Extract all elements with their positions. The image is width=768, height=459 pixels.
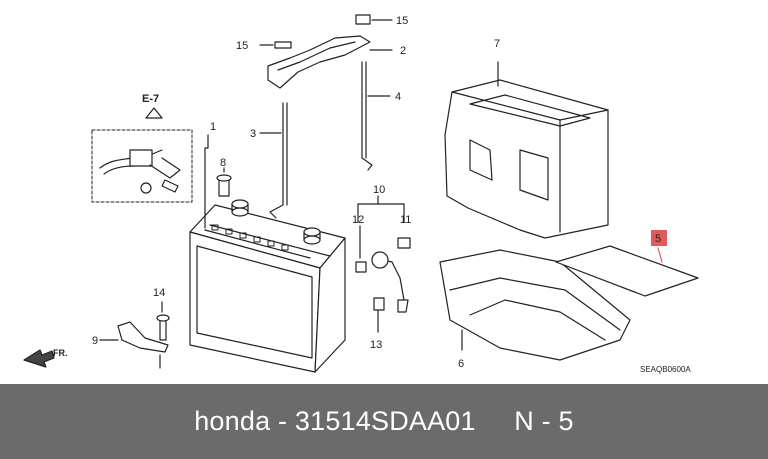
battery-ground-cable xyxy=(355,195,411,333)
separator: - xyxy=(270,406,295,436)
callout-4: 4 xyxy=(395,91,401,103)
drawing-code: SEAQB0600A xyxy=(640,365,691,374)
part-number: 31514SDAA01 xyxy=(294,406,476,436)
callout-5-highlight xyxy=(651,230,667,246)
callout-1: 1 xyxy=(210,121,216,133)
callout-7: 7 xyxy=(494,38,500,50)
callout-14: 14 xyxy=(153,287,165,299)
callout-9: 9 xyxy=(92,335,98,347)
battery-setting-bracket xyxy=(99,301,170,369)
hold-down-rod-long xyxy=(361,61,391,171)
callout-8: 8 xyxy=(220,157,226,169)
callout-11: 11 xyxy=(400,214,411,226)
spacer xyxy=(476,406,515,437)
insulator-pad xyxy=(555,245,699,297)
terminal-harness xyxy=(99,149,181,194)
flange-nut xyxy=(259,41,292,49)
battery xyxy=(189,199,346,373)
callout-10: 10 xyxy=(373,184,385,196)
front-label: FR. xyxy=(53,348,68,358)
flange-nut xyxy=(355,14,393,25)
battery-hold-down-bracket xyxy=(267,35,393,89)
position-label: N - 5 xyxy=(514,406,574,436)
part-caption-bar: honda - 31514SDAA01 N - 5 xyxy=(0,384,768,459)
parts-diagram: 1 2 3 4 5 6 7 8 9 10 11 12 13 14 15 15 E… xyxy=(23,14,699,374)
callout-5: 5 xyxy=(655,233,661,245)
callout-13: 13 xyxy=(370,339,382,351)
connector-box xyxy=(91,129,193,203)
terminal-bolt xyxy=(216,167,232,197)
callout-15-left: 15 xyxy=(236,40,248,52)
brand-name: honda xyxy=(194,406,271,436)
callout-2: 2 xyxy=(400,45,406,57)
battery-box xyxy=(444,61,609,239)
callout-6: 6 xyxy=(458,358,464,370)
callout-3: 3 xyxy=(250,128,256,140)
callout-15-right: 15 xyxy=(396,15,408,27)
front-arrow xyxy=(23,349,55,368)
ref-arrow-up xyxy=(145,107,163,119)
callout-12: 12 xyxy=(352,214,364,226)
battery-tray xyxy=(439,249,631,361)
hold-down-rod-short xyxy=(259,102,288,219)
reference-e7: E-7 xyxy=(142,93,159,105)
